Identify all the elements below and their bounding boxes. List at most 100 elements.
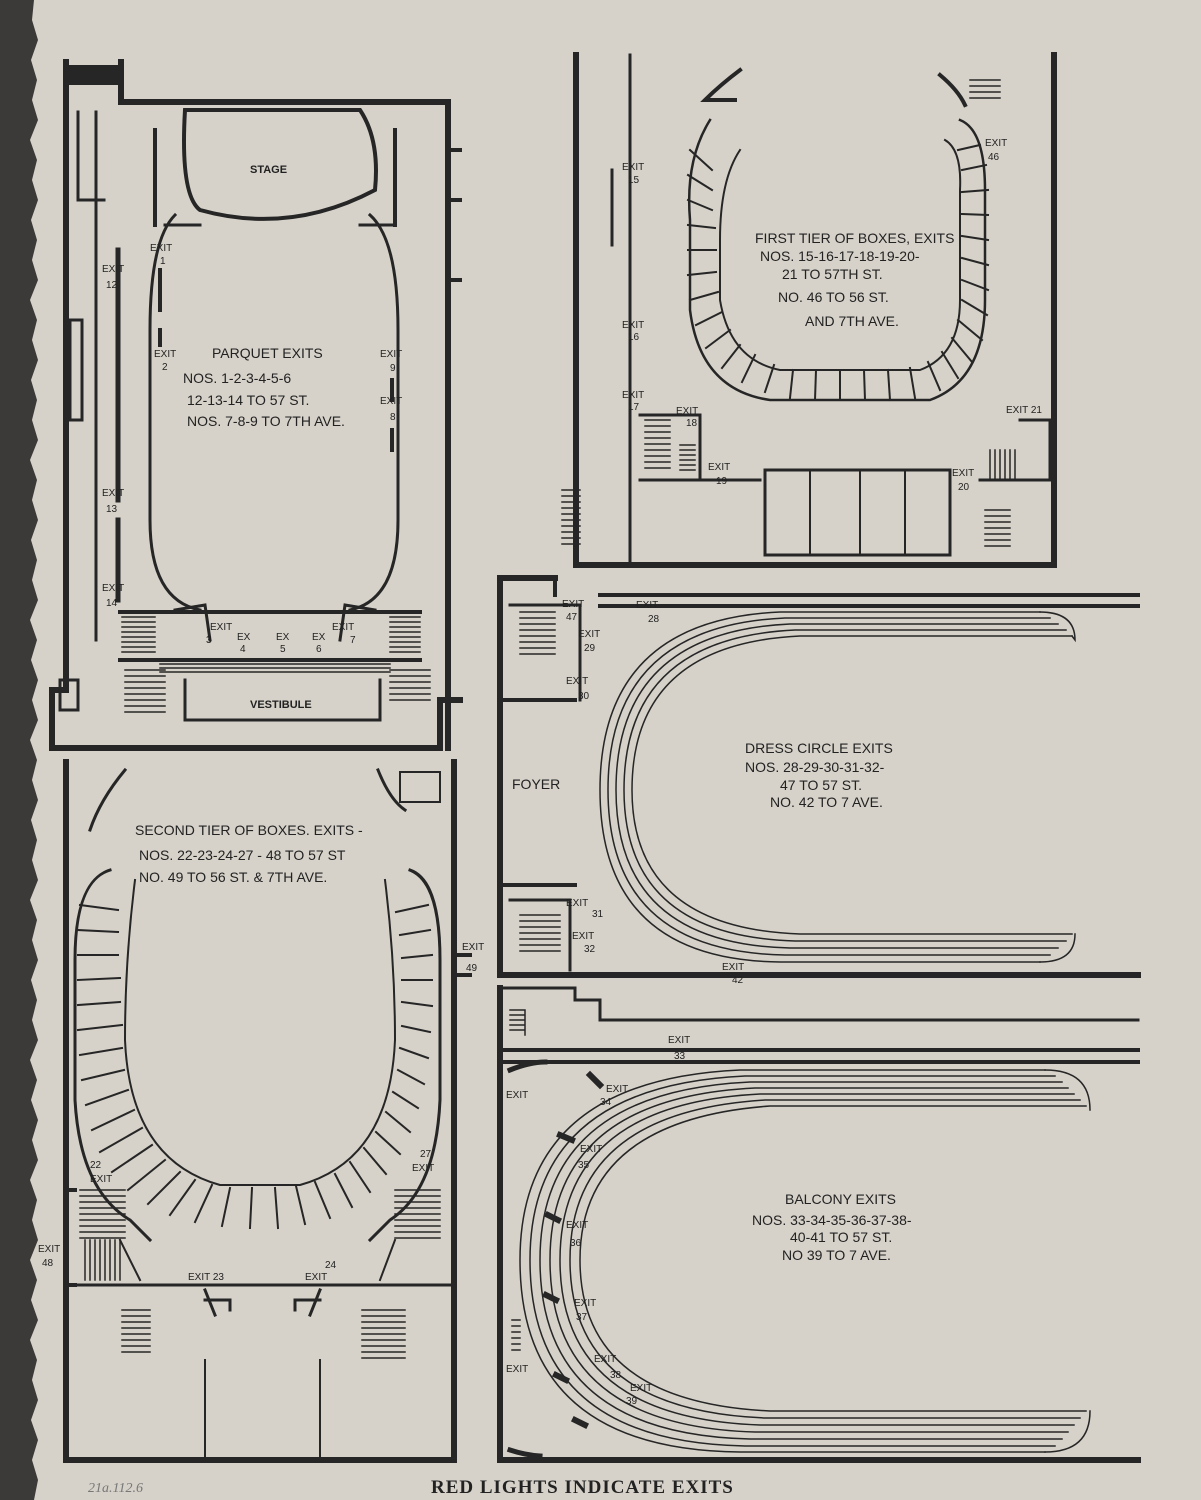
svg-text:32: 32	[584, 944, 596, 955]
svg-text:SECOND TIER OF BOXES. EXITS -: SECOND TIER OF BOXES. EXITS -	[135, 822, 363, 838]
svg-text:24: 24	[325, 1260, 337, 1271]
svg-text:EXIT: EXIT	[985, 138, 1007, 149]
svg-text:EXIT: EXIT	[722, 962, 744, 973]
svg-text:47: 47	[566, 612, 578, 623]
svg-text:14: 14	[106, 598, 118, 609]
svg-text:12: 12	[106, 280, 118, 291]
svg-text:EXIT: EXIT	[562, 599, 584, 610]
svg-text:12-13-14 TO 57 ST.: 12-13-14 TO 57 ST.	[187, 392, 309, 408]
svg-text:NOS. 7-8-9 TO 7TH AVE.: NOS. 7-8-9 TO 7TH AVE.	[187, 413, 345, 429]
svg-text:20: 20	[958, 482, 970, 493]
svg-text:EXIT: EXIT	[952, 468, 974, 479]
svg-text:46: 46	[988, 152, 1000, 163]
dress-circle-plan	[497, 575, 1141, 978]
svg-text:2: 2	[162, 362, 168, 373]
svg-text:28: 28	[648, 614, 660, 625]
svg-text:9: 9	[390, 363, 396, 374]
svg-text:36: 36	[570, 1238, 582, 1249]
svg-text:EXIT: EXIT	[462, 942, 484, 953]
svg-text:1: 1	[160, 256, 166, 267]
svg-text:EXIT: EXIT	[380, 396, 402, 407]
svg-text:49: 49	[466, 963, 478, 974]
svg-text:EXIT: EXIT	[102, 264, 124, 275]
svg-text:EXIT: EXIT	[594, 1354, 616, 1365]
svg-text:EXIT: EXIT	[622, 162, 644, 173]
svg-text:NOS. 1-2-3-4-5-6: NOS. 1-2-3-4-5-6	[183, 370, 291, 386]
svg-text:AND 7TH AVE.: AND 7TH AVE.	[805, 313, 899, 329]
balcony-caption: BALCONY EXITS NOS. 33-34-35-36-37-38- 40…	[752, 1191, 912, 1263]
svg-text:EXIT: EXIT	[668, 1035, 690, 1046]
vestibule-label: VESTIBULE	[250, 699, 312, 711]
svg-text:BALCONY EXITS: BALCONY EXITS	[785, 1191, 896, 1207]
first-tier-plan	[561, 52, 1057, 568]
svg-text:27: 27	[420, 1149, 432, 1160]
second-tier-caption: SECOND TIER OF BOXES. EXITS - NOS. 22-23…	[135, 822, 363, 885]
svg-text:19: 19	[716, 476, 728, 487]
svg-text:6: 6	[316, 644, 322, 655]
svg-text:EXIT: EXIT	[90, 1174, 112, 1185]
svg-text:7: 7	[350, 635, 356, 646]
svg-text:EXIT: EXIT	[102, 583, 124, 594]
svg-text:40-41 TO 57 ST.: 40-41 TO 57 ST.	[790, 1229, 892, 1245]
svg-text:EXIT: EXIT	[102, 488, 124, 499]
svg-text:EXIT 23: EXIT 23	[188, 1272, 224, 1283]
svg-text:EXIT: EXIT	[676, 406, 698, 417]
svg-text:EXIT: EXIT	[630, 1383, 652, 1394]
svg-text:31: 31	[592, 909, 604, 920]
svg-text:FIRST TIER OF BOXES, EXITS: FIRST TIER OF BOXES, EXITS	[755, 230, 954, 246]
pencil-note: 21a.112.6	[88, 1481, 143, 1496]
svg-text:EXIT: EXIT	[636, 600, 658, 611]
svg-text:33: 33	[674, 1051, 686, 1062]
svg-text:3: 3	[206, 635, 212, 646]
svg-text:48: 48	[42, 1258, 54, 1269]
svg-text:EXIT: EXIT	[506, 1364, 528, 1375]
svg-text:EX: EX	[237, 632, 251, 643]
svg-text:EX: EX	[276, 632, 290, 643]
svg-text:47 TO 57 ST.: 47 TO 57 ST.	[780, 777, 862, 793]
svg-text:38: 38	[610, 1370, 622, 1381]
svg-text:39: 39	[626, 1396, 638, 1407]
svg-text:NOS. 15-16-17-18-19-20-: NOS. 15-16-17-18-19-20-	[760, 248, 920, 264]
svg-text:EXIT: EXIT	[574, 1298, 596, 1309]
svg-text:34: 34	[600, 1097, 612, 1108]
svg-text:DRESS CIRCLE EXITS: DRESS CIRCLE EXITS	[745, 740, 893, 756]
svg-text:22: 22	[90, 1160, 102, 1171]
balcony-exit-labels: EXIT 33 EXIT 34 EXIT 35 EXIT 36 EXIT 37 EXIT 3…	[506, 1035, 690, 1407]
stage-label: STAGE	[250, 164, 287, 176]
svg-text:EXIT: EXIT	[210, 622, 232, 633]
svg-text:EXIT: EXIT	[606, 1084, 628, 1095]
first-tier-caption: FIRST TIER OF BOXES, EXITS NOS. 15-16-17…	[755, 230, 954, 329]
svg-text:35: 35	[578, 1160, 590, 1171]
svg-text:15: 15	[628, 175, 640, 186]
svg-text:EXIT: EXIT	[566, 1220, 588, 1231]
svg-text:5: 5	[280, 644, 286, 655]
svg-text:37: 37	[576, 1312, 588, 1323]
svg-text:29: 29	[584, 643, 596, 654]
second-tier-plan	[63, 759, 472, 1463]
paper-sheet	[30, 0, 1201, 1500]
svg-text:EXIT: EXIT	[622, 390, 644, 401]
svg-text:EX: EX	[312, 632, 326, 643]
balcony-plan	[497, 985, 1141, 1463]
svg-text:EXIT: EXIT	[708, 462, 730, 473]
svg-text:EXIT: EXIT	[578, 629, 600, 640]
svg-text:EXIT: EXIT	[154, 349, 176, 360]
foyer-label: FOYER	[512, 776, 560, 792]
svg-text:4: 4	[240, 644, 246, 655]
svg-text:NOS. 22-23-24-27 - 48 TO 57 ST: NOS. 22-23-24-27 - 48 TO 57 ST	[139, 847, 346, 863]
svg-text:PARQUET EXITS: PARQUET EXITS	[212, 345, 323, 361]
parquet-caption: PARQUET EXITS NOS. 1-2-3-4-5-6 12-13-14 …	[183, 345, 345, 429]
svg-text:EXIT: EXIT	[566, 676, 588, 687]
svg-text:EXIT: EXIT	[380, 349, 402, 360]
svg-text:18: 18	[686, 418, 698, 429]
svg-text:EXIT: EXIT	[305, 1272, 327, 1283]
svg-text:42: 42	[732, 975, 744, 986]
dress-circle-caption: DRESS CIRCLE EXITS NOS. 28-29-30-31-32- …	[745, 740, 893, 810]
svg-text:EXIT: EXIT	[506, 1090, 528, 1101]
svg-text:NO 39 TO 7 AVE.: NO 39 TO 7 AVE.	[782, 1247, 891, 1263]
